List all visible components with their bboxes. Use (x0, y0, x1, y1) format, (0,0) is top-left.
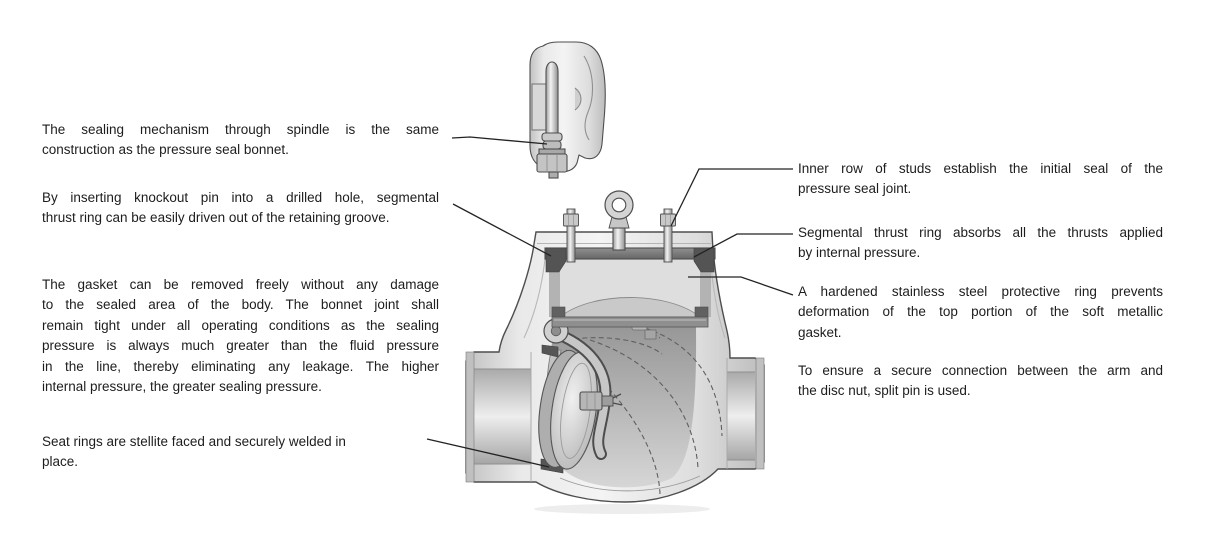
spindle-slot (531, 83, 547, 131)
callout-protective-ring: A hardened stainless steel protective ri… (798, 282, 1163, 343)
callout-gasket-removal: The gasket can be removed freely without… (42, 275, 439, 397)
eyebolt (604, 190, 634, 251)
callout-segmental-thrust-ring: Segmental thrust ring absorbs all the th… (798, 223, 1163, 264)
callout-line: remain tight under all operating conditi… (42, 317, 439, 333)
callout-line: place. (42, 454, 79, 470)
spindle-nut (536, 153, 568, 173)
callout-line: By inserting knockout pin into a drilled… (42, 190, 439, 205)
gasket (551, 316, 709, 328)
inlet-weld-end (465, 351, 475, 483)
callout-line: pressure seal joint. (798, 181, 912, 197)
protective-ring-right (694, 306, 709, 318)
body-inner-bottom (559, 475, 701, 492)
callout-line: gasket. (798, 324, 842, 340)
leader-inner-studs (670, 168, 793, 227)
leader-protective-ring (688, 276, 794, 296)
callout-line: The sealing mechanism through spindle is… (42, 122, 439, 137)
hinge-pin-center (550, 325, 562, 337)
outlet-weld-end (755, 357, 765, 470)
bonnet-side-left (549, 259, 560, 317)
inlet-pipe-bore (474, 369, 531, 464)
hinge-bracket-stub (644, 329, 657, 340)
packing-collar-lower (542, 140, 562, 150)
callout-split-pin: To ensure a secure connection between th… (798, 361, 1163, 402)
callout-line: thrust ring can be easily driven out of … (42, 210, 390, 226)
callout-line: construction as the pressure seal bonnet… (42, 142, 289, 158)
disc (538, 349, 598, 470)
outlet-pipe-bore (727, 372, 755, 460)
leader-thrust-ring (693, 233, 793, 258)
thrust-ring-left (545, 247, 567, 273)
callout-spindle-sealing: The sealing mechanism through spindle is… (42, 120, 439, 161)
stud-left (563, 208, 579, 263)
callout-line: in the line, thereby eliminating any lea… (42, 358, 439, 374)
callout-seat-rings: Seat rings are stellite faced and secure… (42, 432, 439, 473)
callout-line: the disc nut, split pin is used. (798, 383, 971, 399)
valve-cutaway-illustration (465, 190, 765, 514)
callout-line: A hardened stainless steel protective ri… (798, 284, 1163, 299)
callout-line: deformation of the top portion of the so… (798, 304, 1163, 320)
callout-line: internal pressure, the greater sealing p… (42, 379, 322, 395)
bonnet-side-right (700, 259, 711, 317)
leader-knockout-pin (452, 203, 552, 257)
callout-line: Segmental thrust ring absorbs all the th… (798, 225, 1163, 240)
callout-line: Inner row of studs establish the initial… (798, 161, 1163, 176)
leader-seat-rings (426, 438, 550, 468)
callout-line: by internal pressure. (798, 245, 921, 261)
callout-line: pressure is always much greater than the… (42, 338, 439, 354)
protective-ring-left (551, 306, 566, 318)
callout-line: Seat rings are stellite faced and secure… (42, 434, 346, 449)
bonnet-dome (558, 297, 702, 318)
disc-nut (579, 391, 603, 411)
callout-line: to the sealed area of the body. The bonn… (42, 297, 439, 313)
hub-contour (583, 55, 593, 141)
packing-collar-upper (541, 132, 563, 142)
callout-line: To ensure a secure connection between th… (798, 363, 1163, 378)
ground-shadow (534, 504, 710, 514)
leader-spindle-sealing (451, 136, 548, 145)
split-pin (612, 393, 623, 406)
spindle-tip (548, 171, 559, 179)
disc-stud-stub (601, 395, 614, 407)
stud-right (660, 208, 676, 263)
hub-notch (574, 87, 582, 111)
callout-inner-studs: Inner row of studs establish the initial… (798, 159, 1163, 200)
spindle-washer (538, 148, 566, 155)
callout-line: The gasket can be removed freely without… (42, 277, 439, 292)
callout-knockout-pin: By inserting knockout pin into a drilled… (42, 188, 439, 229)
spindle-seal-illustration (529, 41, 606, 179)
